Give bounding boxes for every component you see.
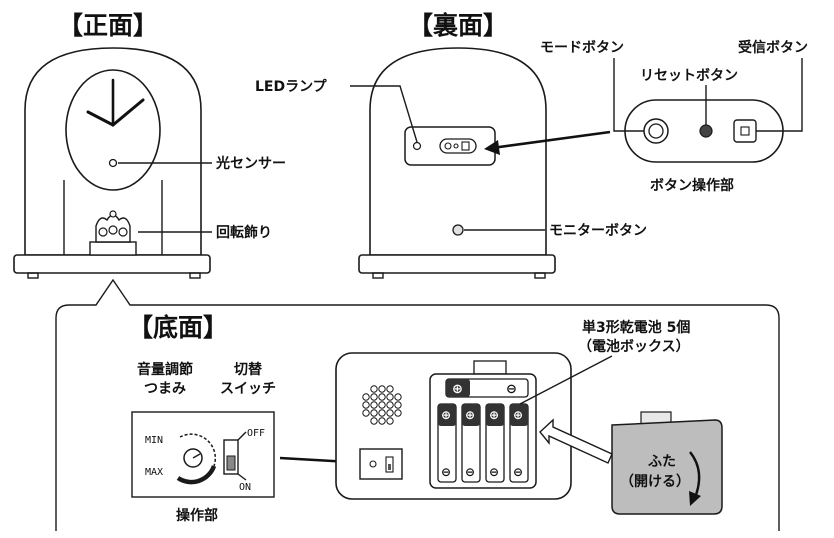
control-panel-mini xyxy=(359,448,403,480)
bottom-callout-frame xyxy=(55,278,780,531)
bottom-body: ⊕ ⊖ ⊕ ⊖ ⊕ ⊖ ⊕ ⊖ ⊕ ⊖ xyxy=(335,352,572,500)
min-label: MIN xyxy=(145,435,163,446)
battery-vertical: ⊕ ⊖ ⊕ ⊖ ⊕ ⊖ ⊕ ⊖ xyxy=(437,403,529,483)
max-label: MAX xyxy=(145,467,163,478)
switch-label-1: 切替 xyxy=(234,361,263,378)
lid-label-2: （開ける） xyxy=(620,474,690,490)
switch-label-2: スイッチ xyxy=(220,381,276,397)
rotating-ornament-label: 回転飾り xyxy=(216,224,272,241)
volume-knob-label-2: つまみ xyxy=(144,381,186,397)
mode-button-label: モードボタン xyxy=(540,40,624,56)
lid-label-1: ふた xyxy=(648,454,676,470)
monitor-button-label: モニターボタン xyxy=(549,223,647,239)
reset-button-label: リセットボタン xyxy=(640,68,738,84)
back-view-title: 【裏面】 xyxy=(408,11,508,40)
rotating-ornament xyxy=(89,210,137,256)
light-sensor xyxy=(108,158,118,168)
svg-text:⊖: ⊖ xyxy=(513,465,523,479)
lid-open-arrow xyxy=(539,418,613,464)
battery-box: ⊕ ⊖ ⊕ ⊖ ⊕ ⊖ ⊕ ⊖ ⊕ ⊖ xyxy=(429,360,537,489)
receive-button-label: 受信ボタン xyxy=(738,39,808,56)
svg-text:⊖: ⊖ xyxy=(489,465,499,479)
led-lamp xyxy=(412,141,422,151)
reset-button xyxy=(699,124,713,138)
svg-text:⊕: ⊕ xyxy=(441,408,451,422)
control-panel-closeup: MIN MAX OFF ON xyxy=(131,411,275,498)
back-panel-small xyxy=(404,126,496,166)
svg-text:⊖: ⊖ xyxy=(441,465,451,479)
monitor-button xyxy=(452,224,464,236)
control-panel-label: 操作部 xyxy=(176,507,218,524)
bottom-view-title: 【底面】 xyxy=(128,313,228,342)
battery-lid xyxy=(611,411,723,515)
clock-face xyxy=(65,69,161,191)
battery-label-1: 単3形乾電池 5個 xyxy=(582,319,690,336)
svg-text:⊖: ⊖ xyxy=(506,382,517,397)
button-panel-label: ボタン操作部 xyxy=(650,177,734,194)
battery-label-2: （電池ボックス） xyxy=(578,338,690,355)
light-sensor-label: 光センサー xyxy=(215,155,286,172)
led-lamp-label: LEDランプ xyxy=(255,79,328,95)
svg-text:⊕: ⊕ xyxy=(489,408,499,422)
svg-text:⊕: ⊕ xyxy=(465,408,475,422)
volume-knob-label-1: 音量調節 xyxy=(137,361,193,378)
button-panel-enlarged xyxy=(624,99,784,163)
svg-text:⊕: ⊕ xyxy=(452,382,463,397)
svg-text:⊕: ⊕ xyxy=(513,408,523,422)
svg-text:⊖: ⊖ xyxy=(465,465,475,479)
off-label: OFF xyxy=(247,428,265,439)
front-view-title: 【正面】 xyxy=(58,11,158,40)
speaker-grille xyxy=(362,385,402,425)
on-label: ON xyxy=(239,482,251,493)
